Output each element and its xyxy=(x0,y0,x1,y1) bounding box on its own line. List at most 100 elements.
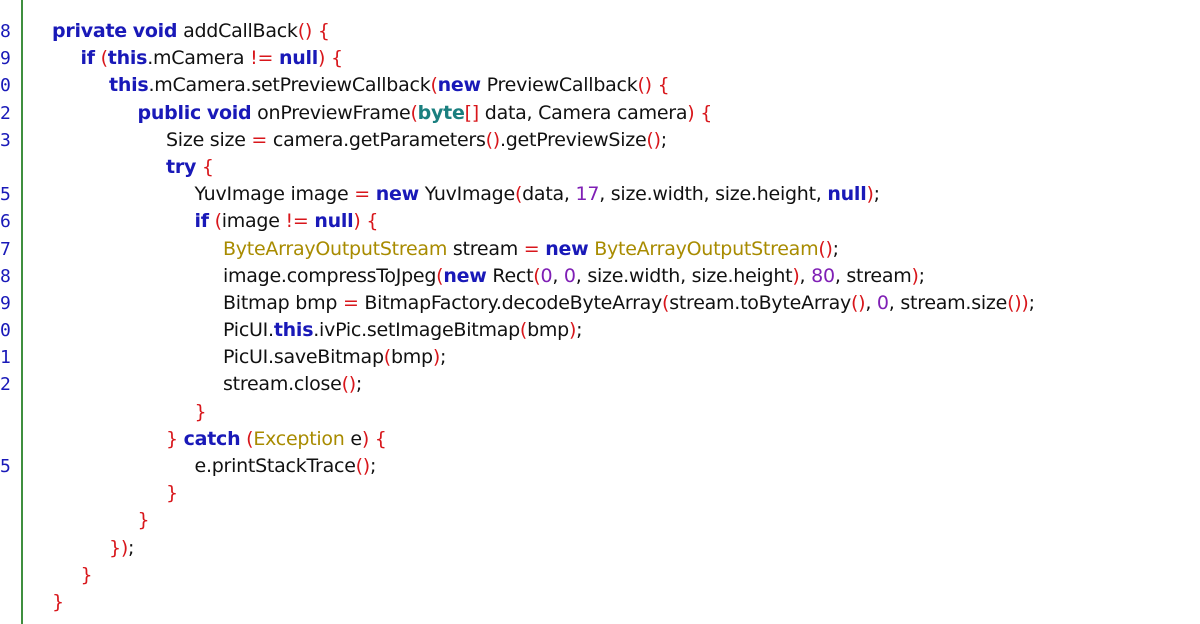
code-token: ; xyxy=(355,373,363,396)
code-token: Exception xyxy=(253,427,345,450)
code-token: bmp xyxy=(527,319,569,342)
code-token: } xyxy=(137,509,150,532)
line-number: 9 xyxy=(0,292,11,314)
code-token: ()) xyxy=(1007,291,1029,314)
code-token: null xyxy=(314,210,354,233)
code-token: != xyxy=(250,47,274,70)
code-token: , xyxy=(865,291,877,314)
code-token: ( xyxy=(519,319,528,342)
code-token: () xyxy=(818,237,833,260)
code-token: Size size xyxy=(166,128,252,151)
code-token: ( xyxy=(436,264,444,287)
code-text: public void onPreviewFrame(byte[] data, … xyxy=(138,100,713,127)
code-token: ; xyxy=(369,455,377,477)
code-text: } catch (Exception e) { xyxy=(166,426,387,453)
code-line: } xyxy=(24,507,1194,534)
code-token: () xyxy=(355,455,371,477)
code-token: ( xyxy=(662,291,670,314)
code-token: Bitmap bmp xyxy=(223,291,343,314)
code-token: 17 xyxy=(575,183,600,206)
code-token: ByteArrayOutputStream xyxy=(223,237,448,260)
code-token: ( xyxy=(246,427,254,450)
code-token: } xyxy=(166,482,178,505)
code-token: ; xyxy=(128,536,135,559)
code-text: }); xyxy=(109,535,134,562)
code-token: ; xyxy=(918,264,925,287)
code-line: } xyxy=(24,399,1194,426)
code-token: ( xyxy=(430,74,438,97)
code-token: ( xyxy=(383,346,391,369)
code-text: Bitmap bmp = BitmapFactory.decodeByteArr… xyxy=(223,290,1035,317)
code-token: = xyxy=(523,237,540,260)
code-token: { xyxy=(700,101,713,124)
code-line: } xyxy=(24,480,1194,507)
code-token: new xyxy=(437,74,481,97)
code-text: } xyxy=(81,562,93,589)
code-token: addCallBack xyxy=(177,20,298,42)
code-token: () xyxy=(637,74,652,97)
code-token: () xyxy=(341,373,357,396)
code-token: onPreviewFrame xyxy=(251,101,411,124)
code-token: if xyxy=(80,47,96,70)
code-token: ; xyxy=(440,346,447,369)
line-number: 5 xyxy=(0,456,11,477)
code-token: ; xyxy=(873,183,880,206)
code-token: [] xyxy=(464,101,480,124)
line-number: 6 xyxy=(0,211,11,233)
code-text: if (this.mCamera != null) { xyxy=(80,45,344,72)
code-token: ( xyxy=(514,183,523,206)
code-token: ( xyxy=(100,47,108,70)
code-token: void xyxy=(132,20,178,42)
code-text: } xyxy=(166,480,178,507)
code-token: data, Camera camera xyxy=(478,101,688,124)
code-token: PreviewCallback xyxy=(480,74,638,97)
code-token: } xyxy=(194,400,207,423)
line-number: 8 xyxy=(0,21,11,42)
code-token: YuvImage image xyxy=(194,183,355,206)
code-line: } xyxy=(24,562,1194,589)
code-line: } xyxy=(24,589,1194,616)
code-token: , xyxy=(799,264,812,287)
code-token: this xyxy=(109,74,149,97)
code-token: .mCamera xyxy=(147,47,251,70)
line-number-gutter xyxy=(0,0,22,624)
line-number: 3 xyxy=(0,129,11,151)
code-token: BitmapFactory.decodeByteArray xyxy=(358,291,663,314)
code-token: { xyxy=(330,47,343,70)
code-token: .mCamera.setPreviewCallback xyxy=(148,74,431,97)
code-token: ) xyxy=(318,47,326,70)
code-text: } xyxy=(138,507,150,534)
code-token: }) xyxy=(109,536,129,559)
gutter-divider xyxy=(21,0,23,624)
code-token: ) xyxy=(792,264,800,287)
code-token: 0 xyxy=(876,291,889,314)
code-token: stream.toByteArray xyxy=(669,291,851,314)
code-token: ByteArrayOutputStream xyxy=(594,237,819,260)
code-token: PicUI. xyxy=(223,319,274,342)
code-token: { xyxy=(317,20,330,42)
line-number: 8 xyxy=(0,265,11,287)
code-token: new xyxy=(545,237,589,260)
code-token: = xyxy=(342,291,359,314)
code-token: 0 xyxy=(563,264,576,287)
code-token: if xyxy=(194,210,210,233)
code-token: .getPreviewSize xyxy=(499,128,647,151)
code-token: { xyxy=(366,210,379,233)
code-token: image xyxy=(221,210,286,233)
code-line: try { xyxy=(24,154,1194,181)
code-token: , stream.size xyxy=(888,291,1008,314)
code-text: ByteArrayOutputStream stream = new ByteA… xyxy=(223,236,839,263)
code-token: , stream xyxy=(834,264,912,287)
code-token: ; xyxy=(660,128,667,151)
